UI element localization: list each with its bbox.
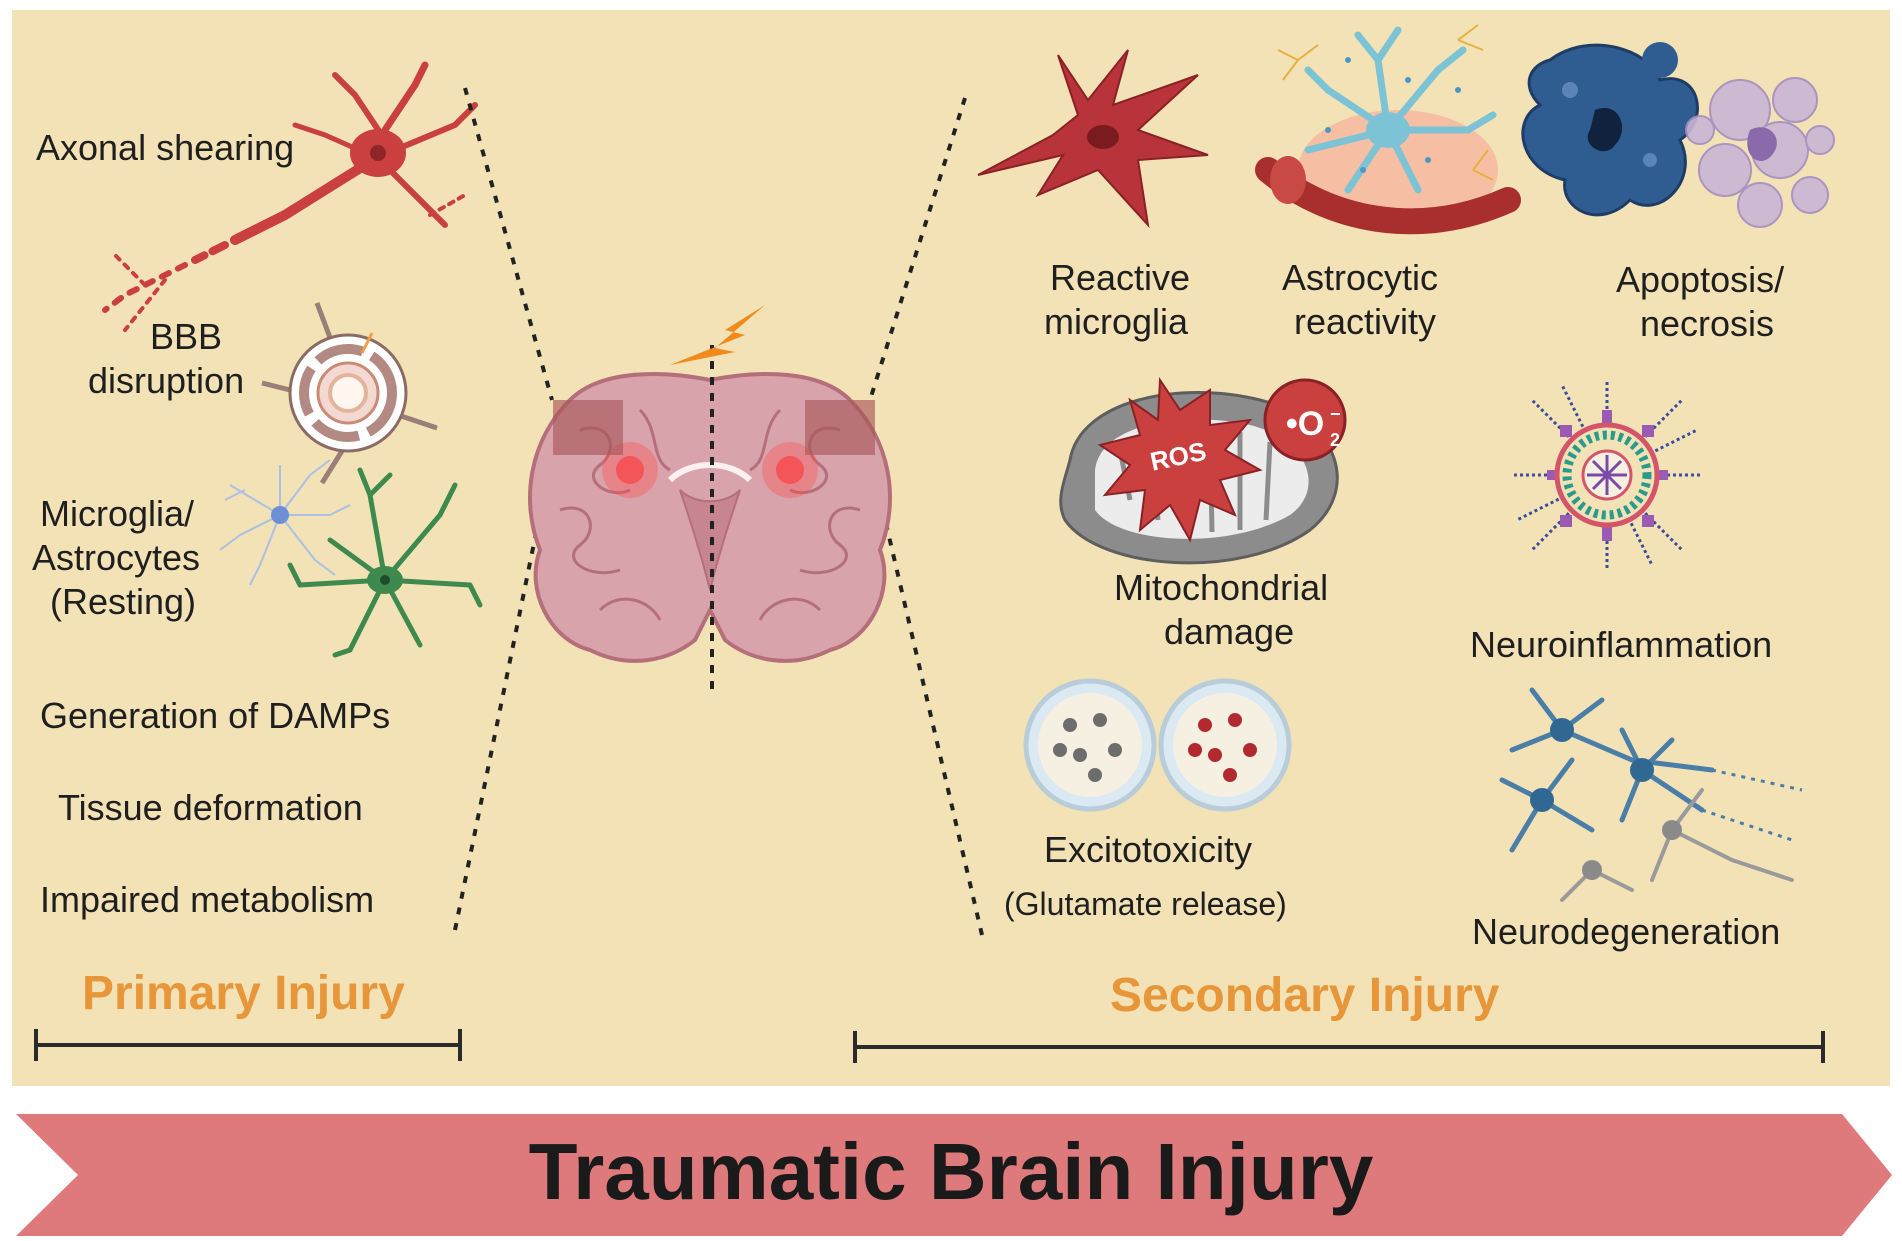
neuroinflammation-icon <box>1512 380 1702 570</box>
svg-text:−: − <box>1330 404 1341 424</box>
reactive-microglia-label-line1: Reactive <box>1050 257 1191 298</box>
excitotoxicity-label-line1: Excitotoxicity <box>1044 829 1253 870</box>
degenerating-neurons-icon <box>1499 687 1803 902</box>
mitochondrial-damage-label-line2: damage <box>1164 611 1295 652</box>
glia-label-line2: Astrocytes <box>32 537 201 578</box>
glia-label-line3: (Resting) <box>50 581 197 622</box>
sheared-neuron-icon <box>102 61 478 332</box>
glutamate-vesicles-icon <box>1023 678 1292 812</box>
mitochondrial-damage-label-line1: Mitochondrial <box>1114 567 1329 608</box>
brain-coronal-icon <box>528 305 892 690</box>
apoptotic-cells-icon <box>1521 42 1835 228</box>
tbi-arrow-banner <box>16 1114 1892 1236</box>
reactive-astrocyte-icon <box>1255 24 1521 235</box>
neurodegeneration-label: Neurodegeneration <box>1472 911 1781 952</box>
svg-text:•O: •O <box>1286 405 1324 443</box>
blood-vessel-icon <box>261 302 438 485</box>
excitotoxicity-label-line2: (Glutamate release) <box>1004 886 1287 922</box>
apoptosis-label-line2: necrosis <box>1640 303 1775 344</box>
svg-text:2: 2 <box>1330 430 1340 450</box>
secondary-injury-bracket <box>853 1031 1825 1063</box>
tbi-title: Traumatic Brain Injury <box>528 1127 1374 1216</box>
astrocytic-reactivity-label-line2: reactivity <box>1294 301 1437 342</box>
reactive-microglia-icon <box>977 49 1209 229</box>
damps-label: Generation of DAMPs <box>40 695 391 736</box>
impaired-metabolism-label: Impaired metabolism <box>40 879 375 920</box>
resting-glia-icon <box>219 459 483 658</box>
astrocytic-reactivity-label-line1: Astrocytic <box>1282 257 1439 298</box>
reactive-microglia-label-line2: microglia <box>1044 301 1189 342</box>
primary-injury-bracket <box>34 1029 462 1061</box>
axonal-shearing-label: Axonal shearing <box>36 127 295 168</box>
secondary-injury-heading: Secondary Injury <box>1110 969 1500 1022</box>
primary-injury-heading: Primary Injury <box>82 967 405 1020</box>
bbb-label-line2: disruption <box>88 360 245 401</box>
bbb-label-line1: BBB <box>150 316 223 357</box>
tissue-deformation-label: Tissue deformation <box>58 787 363 828</box>
glia-label-line1: Microglia/ <box>40 493 195 534</box>
mitochondrion-icon: ROS •O − 2 <box>1059 376 1347 565</box>
apoptosis-label-line1: Apoptosis/ <box>1616 259 1785 300</box>
neuroinflammation-label: Neuroinflammation <box>1470 624 1773 665</box>
